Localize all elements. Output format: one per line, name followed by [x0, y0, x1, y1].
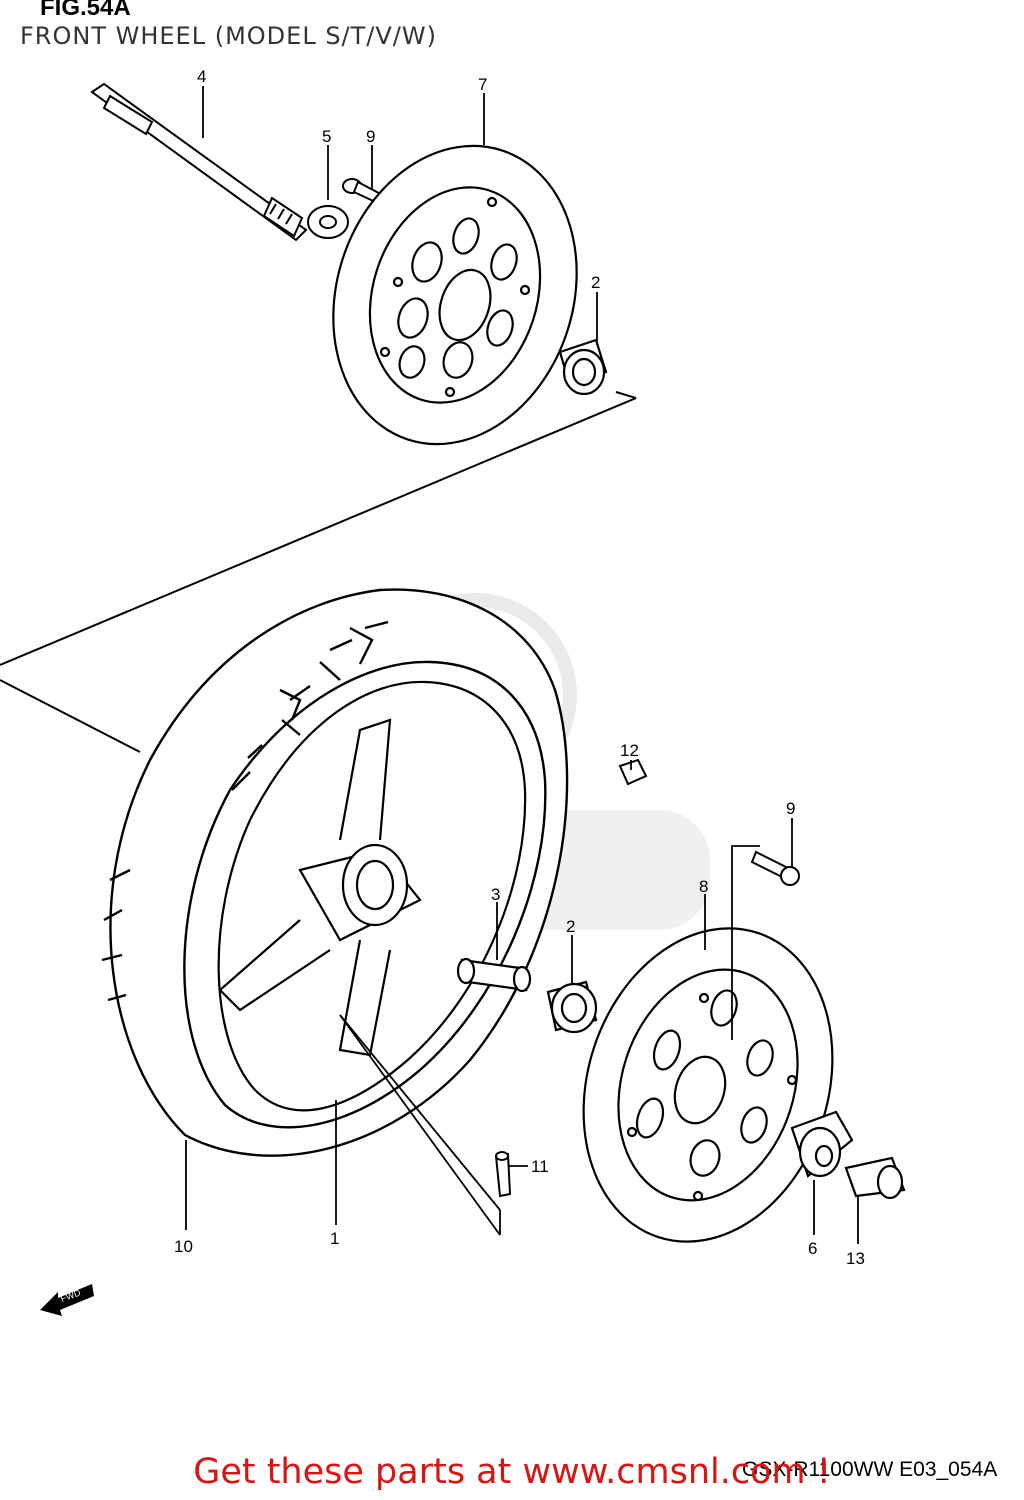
figure-subtitle: FRONT WHEEL (MODEL S/T/V/W) — [20, 22, 437, 50]
callout-12: 12 — [620, 741, 639, 760]
part-4-axle — [90, 82, 308, 242]
callout-2-lower: 2 — [566, 917, 575, 936]
assembly-boundary-lines — [0, 391, 637, 753]
part-1-wheel — [217, 680, 527, 1112]
callout-6: 6 — [808, 1239, 817, 1258]
part-3-spacer — [456, 957, 532, 993]
callout-7: 7 — [478, 75, 487, 94]
part-7-brake-disc-upper — [332, 144, 578, 446]
part-9-bolt-lower — [750, 850, 800, 886]
callout-10: 10 — [174, 1237, 193, 1256]
callout-13: 13 — [846, 1249, 865, 1268]
callout-8: 8 — [699, 877, 708, 896]
callout-9-upper: 9 — [366, 127, 375, 146]
part-6-collar — [790, 1110, 854, 1178]
callout-2-upper: 2 — [591, 273, 600, 292]
callout-3: 3 — [491, 885, 500, 904]
callout-11: 11 — [531, 1157, 549, 1176]
callout-numbers: 1 2 2 3 4 5 6 7 8 9 9 10 11 12 13 — [174, 67, 865, 1268]
leader-lines — [185, 86, 859, 1244]
callout-4: 4 — [197, 67, 206, 86]
part-12-balancer — [618, 758, 648, 786]
callout-5: 5 — [322, 127, 331, 146]
callout-9-lower: 9 — [786, 799, 795, 818]
part-13-cap — [844, 1156, 906, 1200]
part-2-bearing-lower — [546, 980, 598, 1034]
part-8-brake-disc-lower — [582, 927, 834, 1243]
part-5-washer — [307, 205, 349, 239]
callout-1: 1 — [330, 1229, 339, 1248]
part-2-bearing-upper — [558, 338, 608, 396]
figure-title: FIG.54A — [40, 0, 131, 21]
reference-code: GSX-R1100WW E03_054A — [742, 1458, 998, 1481]
part-11-valve — [494, 1151, 512, 1198]
ad-banner-link[interactable]: Get these parts at www.cmsnl.com ! — [193, 1452, 831, 1492]
fwd-arrow-icon: FWD — [40, 1284, 94, 1316]
